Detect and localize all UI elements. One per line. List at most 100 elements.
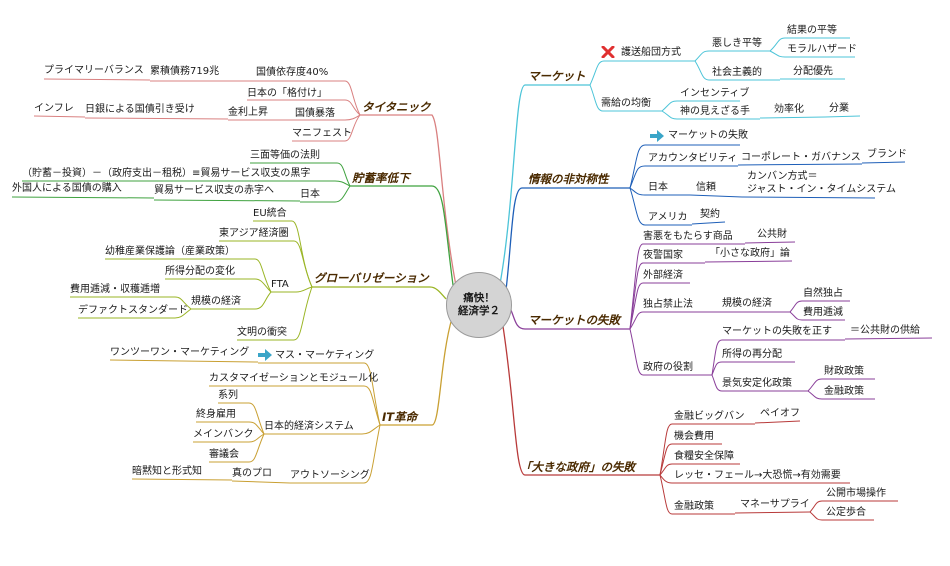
node-inflation[interactable]: インフレ bbox=[34, 103, 74, 114]
node-kanban-1[interactable]: カンバン方式＝ bbox=[747, 171, 818, 182]
node-monetary-policy[interactable]: 金融政策 bbox=[674, 501, 714, 512]
node-outsourcing[interactable]: アウトソーシング bbox=[290, 470, 370, 481]
node-boj-underwriting[interactable]: 日銀による国債引き受け bbox=[85, 104, 195, 115]
node-japan[interactable]: 日本 bbox=[300, 189, 320, 200]
node-equal-results[interactable]: 結果の平等 bbox=[787, 25, 837, 36]
node-fta[interactable]: FTA bbox=[271, 279, 289, 290]
node-accountability[interactable]: アカウンタビリティ bbox=[648, 153, 738, 164]
node-rating[interactable]: 日本の「格付け」 bbox=[247, 88, 327, 99]
node-night-watchman[interactable]: 夜警国家 bbox=[643, 250, 683, 261]
node-division-of-labor[interactable]: 分業 bbox=[829, 103, 849, 114]
node-tacit-knowledge[interactable]: 暗黙知と形式知 bbox=[132, 466, 202, 477]
node-discount-rate[interactable]: 公定歩合 bbox=[826, 507, 866, 518]
node-socialist[interactable]: 社会主義的 bbox=[712, 67, 762, 78]
node-three-sides[interactable]: 三面等価の法則 bbox=[250, 150, 320, 161]
arrow-right-icon bbox=[258, 349, 272, 361]
node-eu[interactable]: EU統合 bbox=[253, 208, 287, 219]
connector-yakuwari bbox=[629, 328, 712, 376]
connector-brand bbox=[861, 161, 906, 164]
node-food-security[interactable]: 食糧安全保障 bbox=[674, 451, 734, 462]
node-one-to-one[interactable]: ワンツーワン・マーケティング bbox=[110, 347, 250, 358]
node-contract[interactable]: 契約 bbox=[700, 209, 720, 220]
node-financial-bigbang[interactable]: 金融ビッグバン bbox=[674, 411, 745, 422]
node-opportunity-cost[interactable]: 機会費用 bbox=[674, 431, 714, 442]
connector-mass bbox=[258, 362, 381, 426]
branch-market[interactable]: マーケット bbox=[528, 69, 586, 83]
node-east-asia[interactable]: 東アジア経済圏 bbox=[219, 228, 289, 239]
branch-saving-rate[interactable]: 貯蓄率低下 bbox=[352, 171, 410, 185]
node-cost-decrease[interactable]: 費用逓減 bbox=[803, 307, 843, 318]
branch-titanic[interactable]: タイタニック bbox=[362, 100, 431, 114]
node-keiretsu[interactable]: 系列 bbox=[218, 390, 238, 401]
node-kanban-2[interactable]: ジャスト・イン・タイムシステム bbox=[747, 184, 896, 195]
node-debt-dependency[interactable]: 国債依存度40% bbox=[256, 67, 329, 78]
connector-fta bbox=[271, 286, 313, 293]
node-brand[interactable]: ブランド bbox=[867, 149, 907, 160]
node-manifesto[interactable]: マニフェスト bbox=[292, 128, 352, 139]
node-redistribution[interactable]: 所得の再分配 bbox=[722, 349, 782, 360]
node-japan[interactable]: 日本 bbox=[648, 182, 668, 193]
node-scale-economy[interactable]: 規模の経済 bbox=[722, 298, 772, 309]
branch-information-asymmetry[interactable]: 情報の非対称性 bbox=[528, 172, 609, 186]
node-foreign-purchase[interactable]: 外国人による国債の購入 bbox=[12, 183, 122, 194]
node-harmful-goods[interactable]: 害悪をもたらす商品 bbox=[643, 231, 733, 242]
node-money-supply[interactable]: マネーサプライ bbox=[740, 499, 810, 510]
node-true-pro[interactable]: 真のプロ bbox=[232, 468, 272, 479]
node-corporate-governance[interactable]: コーポレート・ガバナンス bbox=[741, 152, 861, 163]
node-natural-monopoly[interactable]: 自然独占 bbox=[803, 288, 843, 299]
node-primary-balance[interactable]: プライマリーバランス bbox=[44, 65, 144, 76]
node-japanese-system[interactable]: 日本的経済システム bbox=[264, 421, 354, 432]
node-council[interactable]: 審議会 bbox=[209, 449, 239, 460]
node-rate-rise[interactable]: 金利上昇 bbox=[228, 107, 268, 118]
node-accumulated-debt[interactable]: 累積債務719兆 bbox=[150, 66, 220, 77]
branch-it-revolution[interactable]: IT革命 bbox=[382, 410, 418, 424]
node-scale-economy[interactable]: 規模の経済 bbox=[191, 296, 241, 307]
node-efficiency[interactable]: 効率化 bbox=[774, 104, 804, 115]
node-public-goods[interactable]: 公共財 bbox=[757, 229, 787, 240]
node-open-market[interactable]: 公開市場操作 bbox=[826, 488, 886, 499]
central-topic-line1: 痛快！ bbox=[463, 292, 495, 304]
branch-globalization[interactable]: グローバリゼーション bbox=[314, 271, 429, 285]
node-lifetime-employment[interactable]: 終身雇用 bbox=[196, 409, 236, 420]
node-correct-failure[interactable]: マーケットの失敗を正す bbox=[722, 326, 832, 337]
node-convoy-system[interactable]: 護送船団方式 bbox=[621, 47, 681, 58]
branch-market-failure[interactable]: マーケットの失敗 bbox=[528, 313, 620, 327]
node-incentive[interactable]: インセンティブ bbox=[680, 88, 750, 99]
node-invisible-hand[interactable]: 神の見えざる手 bbox=[680, 106, 750, 117]
node-defacto[interactable]: デファクトスタンダード bbox=[78, 305, 188, 316]
node-stabilization[interactable]: 景気安定化政策 bbox=[722, 378, 792, 389]
node-bad-equality[interactable]: 悪しき平等 bbox=[712, 38, 762, 49]
node-identity-formula[interactable]: （貯蓄－投資）－（政府支出－租税）≡貿易サービス収支の黒字 bbox=[22, 168, 311, 179]
node-increasing-returns[interactable]: 費用逓減・収穫逓増 bbox=[70, 284, 160, 295]
node-monetary-policy[interactable]: 金融政策 bbox=[824, 386, 864, 397]
connector-kibo bbox=[191, 291, 272, 310]
node-laissez-faire[interactable]: レッセ・フェール→大恐慌→有効需要 bbox=[674, 470, 841, 481]
node-bond-crash[interactable]: 国債暴落 bbox=[295, 108, 335, 119]
connector-primary bbox=[43, 78, 151, 81]
connector-shizen bbox=[789, 300, 850, 313]
node-public-supply[interactable]: ＝公共財の供給 bbox=[850, 325, 920, 336]
node-main-bank[interactable]: メインバンク bbox=[193, 429, 254, 440]
branch-big-government[interactable]: 「大きな政府」の失敗 bbox=[520, 460, 635, 474]
node-trade-deficit[interactable]: 貿易サービス収支の赤字へ bbox=[154, 185, 274, 196]
node-distribution-first[interactable]: 分配優先 bbox=[793, 66, 833, 77]
node-government-role[interactable]: 政府の役割 bbox=[643, 362, 693, 373]
node-clash-civilizations[interactable]: 文明の衝突 bbox=[237, 327, 287, 338]
node-infant-industry[interactable]: 幼稚産業保護論（産業政策） bbox=[105, 246, 235, 257]
node-moral-hazard[interactable]: モラルハザード bbox=[787, 44, 857, 55]
connector-formula bbox=[22, 180, 351, 187]
node-equilibrium[interactable]: 需給の均衡 bbox=[601, 98, 651, 109]
connector-one2one bbox=[109, 359, 259, 363]
node-payoff[interactable]: ペイオフ bbox=[760, 408, 800, 419]
node-market-failure-link[interactable]: マーケットの失敗 bbox=[668, 130, 748, 141]
node-america[interactable]: アメリカ bbox=[648, 212, 688, 223]
node-income-distribution[interactable]: 所得分配の変化 bbox=[165, 266, 235, 277]
central-topic[interactable]: 痛快！ 経済学２ bbox=[446, 272, 512, 338]
node-antitrust[interactable]: 独占禁止法 bbox=[643, 299, 693, 310]
node-trust[interactable]: 信頼 bbox=[696, 182, 716, 193]
node-externality[interactable]: 外部経済 bbox=[643, 270, 683, 281]
node-fiscal-policy[interactable]: 財政政策 bbox=[824, 366, 864, 377]
node-mass-marketing[interactable]: マス・マーケティング bbox=[275, 350, 375, 361]
node-small-government[interactable]: 「小さな政府」論 bbox=[710, 248, 790, 259]
node-customization[interactable]: カスタマイゼーションとモジュール化 bbox=[209, 373, 379, 384]
